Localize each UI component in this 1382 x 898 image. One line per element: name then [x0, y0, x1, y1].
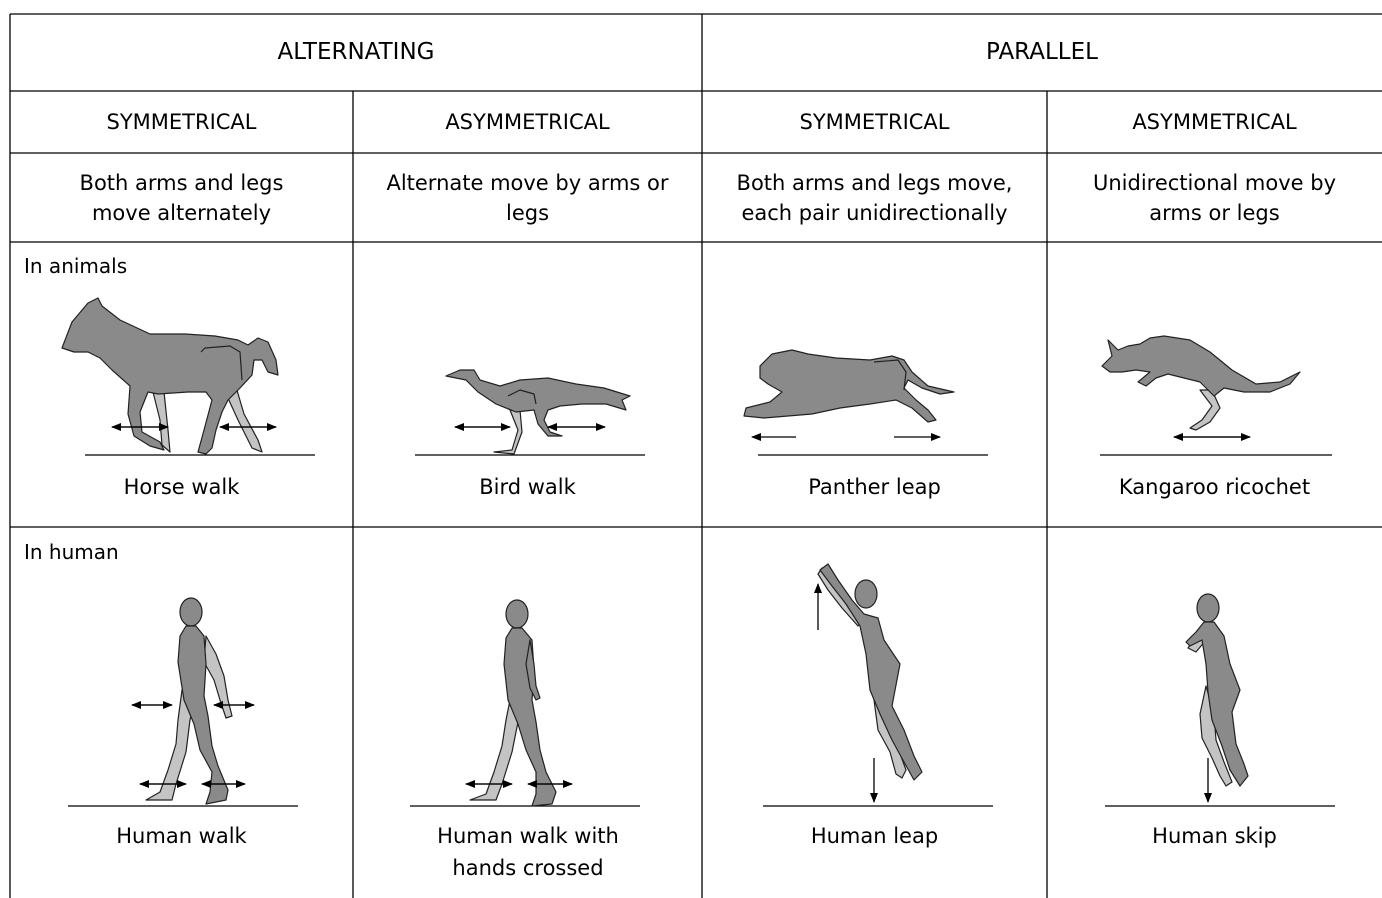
bird-illustration: [446, 370, 630, 454]
kangaroo-illustration: [1102, 336, 1300, 430]
caption-horse-walk: Horse walk: [10, 471, 353, 503]
description-alternating-symmetrical: Both arms and legs move alternately: [60, 168, 303, 228]
caption-bird-walk: Bird walk: [353, 471, 702, 503]
subheader-alternating-asymmetrical: ASYMMETRICAL: [353, 107, 702, 137]
horse-illustration: [62, 298, 278, 454]
caption-panther-leap: Panther leap: [702, 471, 1047, 503]
header-parallel: PARALLEL: [702, 37, 1382, 67]
panther-illustration: [744, 350, 954, 422]
header-alternating: ALTERNATING: [10, 37, 702, 67]
caption-human-walk-crossed: Human walk with hands crossed: [418, 820, 638, 884]
description-parallel-symmetrical: Both arms and legs move, each pair unidi…: [722, 168, 1027, 228]
caption-human-walk: Human walk: [10, 820, 353, 852]
subheader-parallel-symmetrical: SYMMETRICAL: [702, 107, 1047, 137]
subheader-parallel-asymmetrical: ASYMMETRICAL: [1047, 107, 1382, 137]
human-skip-illustration: [1186, 594, 1248, 786]
description-parallel-asymmetrical: Unidirectional move by arms or legs: [1072, 168, 1357, 228]
subheader-alternating-symmetrical: SYMMETRICAL: [10, 107, 353, 137]
human-leap-illustration: [818, 564, 922, 780]
row-label-human: In human: [24, 540, 119, 564]
description-alternating-asymmetrical: Alternate move by arms or legs: [383, 168, 672, 228]
human-walk-illustration: [146, 598, 232, 804]
caption-human-leap: Human leap: [702, 820, 1047, 852]
caption-kangaroo-ricochet: Kangaroo ricochet: [1047, 471, 1382, 503]
human-walk-crossed-illustration: [470, 600, 556, 806]
row-label-animals: In animals: [24, 254, 127, 278]
caption-human-skip: Human skip: [1047, 820, 1382, 852]
